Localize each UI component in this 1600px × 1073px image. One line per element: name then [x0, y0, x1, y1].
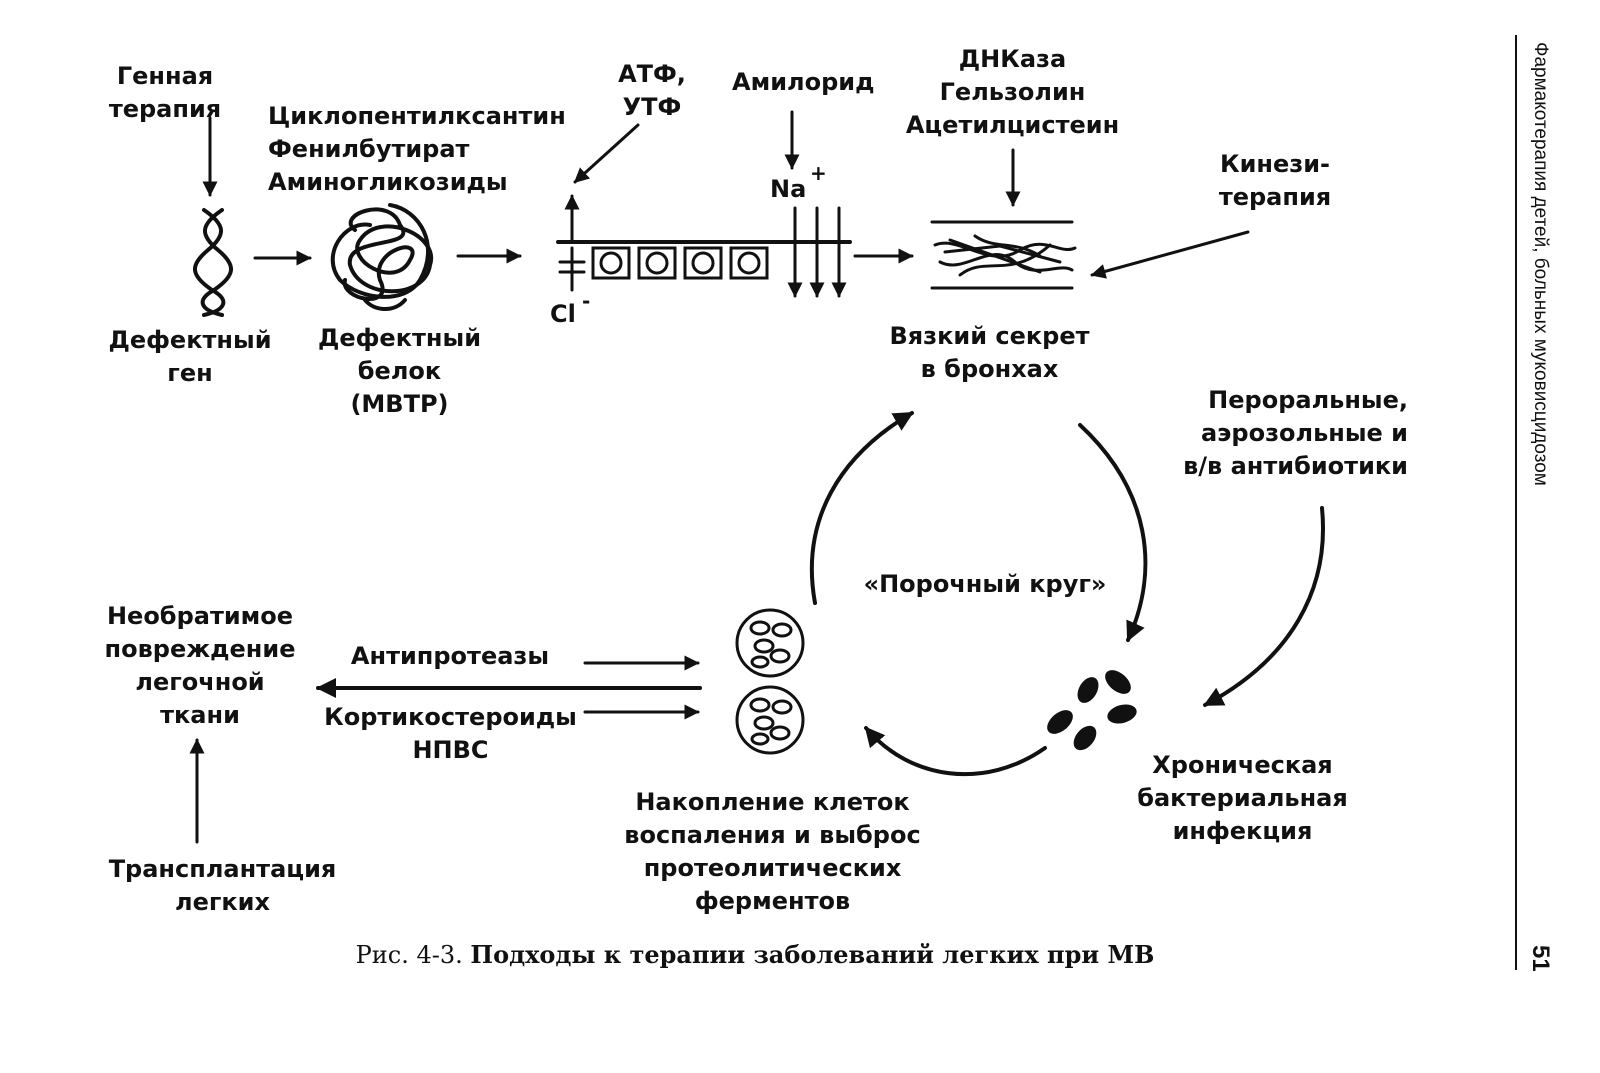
page-number: 51 [1527, 945, 1554, 972]
arrow-kinesitherapy [1090, 230, 1250, 279]
label-antibiotics: Пероральные, аэрозольные и в/в антибиоти… [1183, 386, 1408, 480]
arrow-antibiotics [1203, 506, 1325, 707]
label-irreversible-damage: Необратимое повреждение легочной ткани [104, 602, 296, 729]
label-atf-utf: АТФ, УТФ [618, 60, 686, 121]
label-defective-protein: Дефектный белок (МВТР) [317, 324, 482, 418]
label-amiloride: Амилорид [732, 68, 875, 96]
label-kinesitherapy: Кинези- терапия [1218, 150, 1332, 211]
bronchus-secretion-icon [930, 220, 1077, 290]
running-header: Фармакотерапия детей, больных муковисцид… [1530, 42, 1551, 486]
inflammatory-cells-icon [735, 608, 805, 755]
label-protein-drugs: Циклопентилксантин Фенилбутират Аминогли… [268, 102, 566, 196]
membrane-channel [556, 194, 852, 298]
arrow-infection-to-inflammation [864, 726, 1047, 777]
arrow-atf-utf [573, 123, 640, 184]
label-na-ion: Na [770, 175, 807, 203]
label-antiproteases: Антипротеазы [350, 642, 550, 670]
label-chronic-infection: Хроническая бактериальная инфекция [1137, 751, 1348, 845]
label-na-plus: + [810, 161, 827, 185]
label-vicious-circle: «Порочный круг» [863, 570, 1107, 598]
label-viscous-secretion: Вязкий секрет в бронхах [889, 322, 1090, 383]
label-lung-transplant: Трансплантация легких [108, 855, 337, 916]
caption-title: Подходы к терапии заболеваний легких при… [470, 940, 1155, 969]
arrow-inflammation-to-secretion [809, 411, 914, 605]
arrow-secretion-to-infection [1078, 423, 1148, 642]
caption-prefix: Рис. 4-3. [355, 941, 463, 969]
label-inflammation: Накопление клеток воспаления и выброс пр… [624, 788, 921, 915]
figure-caption: Рис. 4-3. Подходы к терапии заболеваний … [0, 940, 1510, 969]
label-cl-ion: Cl [550, 300, 576, 328]
label-dnase-drugs: ДНКаза Гельзолин Ацетилцистеин [905, 45, 1120, 139]
label-gene-therapy: Генная терапия [108, 62, 222, 123]
label-corticosteroids: Кортикостероиды НПВС [324, 703, 577, 764]
side-rule [1515, 35, 1517, 970]
label-cl-minus: - [582, 289, 591, 313]
dna-helix-icon [193, 208, 233, 317]
label-defective-gene: Дефектный ген [108, 326, 272, 387]
tangled-protein-icon [330, 203, 434, 311]
bacteria-icon [1047, 670, 1137, 751]
